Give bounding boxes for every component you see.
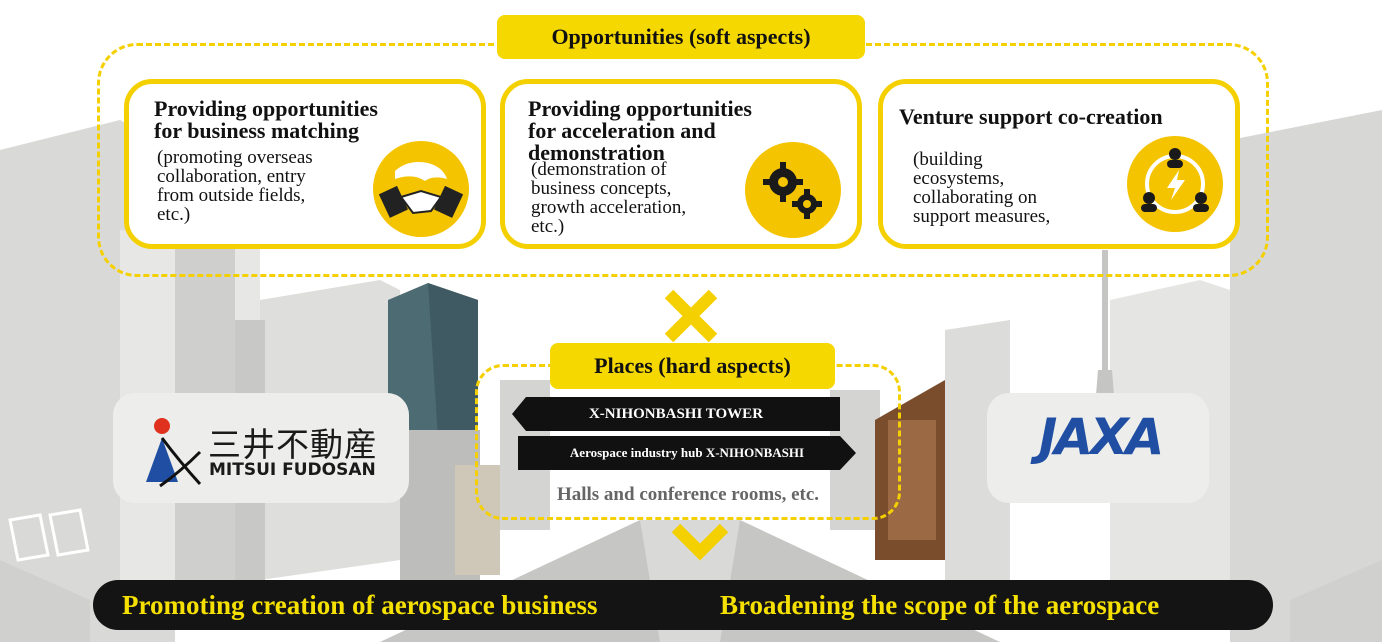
opportunities-heading: Opportunities (soft aspects)	[497, 15, 865, 59]
card-venture-support: Venture support co-creation (building ec…	[878, 79, 1240, 249]
card-business-matching: Providing opportunities for business mat…	[124, 79, 486, 249]
banner-left-text: Promoting creation of aerospace business	[122, 590, 598, 620]
card-title: Providing opportunities for acceleration…	[528, 96, 752, 165]
places-heading: Places (hard aspects)	[550, 343, 835, 389]
gears-icon	[745, 142, 841, 238]
mitsui-english-name: MITSUI FUDOSAN	[209, 460, 376, 480]
multiply-icon	[664, 289, 718, 343]
card-title: Venture support co-creation	[899, 104, 1163, 129]
mitsui-mark-icon	[146, 418, 202, 488]
card-description: (building ecosystems, collaborating on s…	[913, 149, 1051, 227]
place-item-tower: X-NIHONBASHI TOWER	[512, 397, 840, 431]
people-network-icon	[1127, 136, 1223, 232]
mitsui-japanese-name: 三井不動産	[208, 425, 378, 464]
handshake-globe-icon	[373, 141, 469, 237]
card-description: (demonstration of business concepts, gro…	[531, 159, 687, 237]
banner-right-text: Broadening the scope of the aerospace	[720, 590, 1160, 620]
card-description: (promoting overseas collaboration, entry…	[157, 147, 313, 225]
bottom-banner	[93, 580, 1273, 630]
jaxa-logo-card	[987, 393, 1209, 503]
jaxa-logo: JAXA	[1038, 408, 1165, 466]
place-item-hub: Aerospace industry hub X-NIHONBASHI	[518, 436, 856, 470]
place-item-halls: Halls and conference rooms, etc.	[556, 484, 820, 505]
card-acceleration-demonstration: Providing opportunities for acceleration…	[500, 79, 862, 249]
card-title: Providing opportunities for business mat…	[154, 96, 378, 143]
chevron-down-icon	[671, 523, 729, 561]
